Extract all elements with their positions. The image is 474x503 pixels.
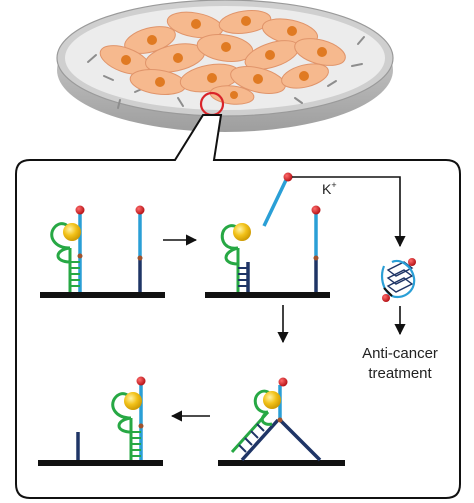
red-cap: [75, 205, 85, 215]
cell-nuclei: [121, 16, 327, 99]
red-cap: [311, 205, 321, 215]
stage-3-hybridized: [218, 377, 345, 466]
culture-dish: [56, 0, 394, 132]
stage-1-probe: [40, 205, 165, 298]
gold-nanoparticle: [233, 223, 251, 241]
stage-2-release: [205, 172, 330, 298]
g-quadruplex-icon: [381, 258, 416, 302]
substrate-bar: [40, 292, 165, 298]
red-cap: [278, 377, 288, 387]
red-cap: [283, 172, 293, 182]
substrate-bar: [218, 460, 345, 466]
gold-nanoparticle: [63, 223, 81, 241]
substrate-bar: [38, 460, 163, 466]
cell-cluster: [99, 10, 346, 105]
gold-nanoparticle: [263, 391, 281, 409]
red-cap: [136, 376, 146, 386]
gold-nanoparticle: [124, 392, 142, 410]
red-cap: [408, 258, 416, 266]
potassium-label: K+: [322, 180, 337, 197]
arrow-to-quadruplex: [292, 176, 406, 248]
zoom-panel-outline: [15, 114, 461, 499]
stage-4-regenerated: [38, 376, 163, 466]
red-cap: [135, 205, 145, 215]
substrate-bar: [205, 292, 330, 298]
outcome-label-line2: treatment: [368, 365, 432, 382]
released-strand: [262, 179, 288, 227]
red-cap: [382, 294, 390, 302]
outcome-label-line1: Anti-cancer: [362, 345, 438, 362]
